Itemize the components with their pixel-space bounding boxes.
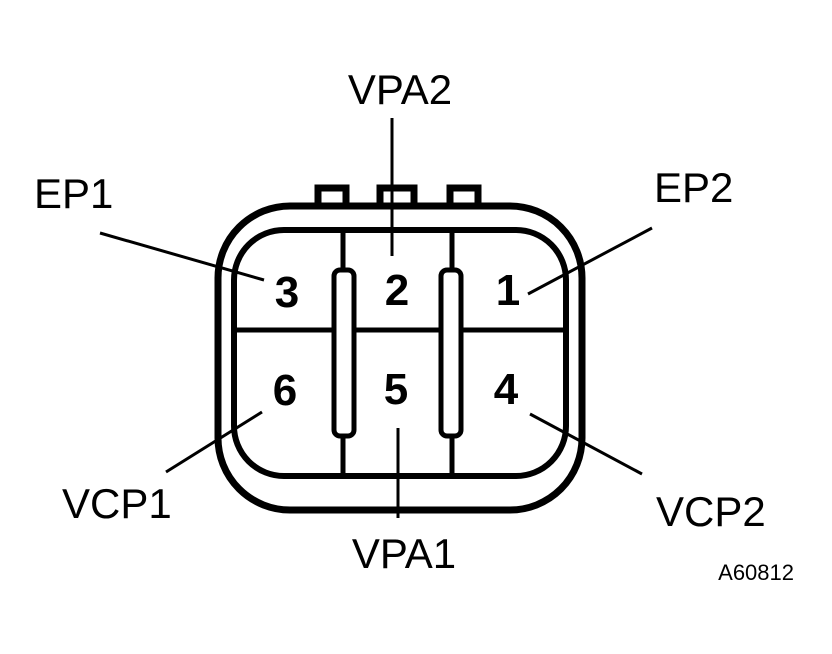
pin-2-number: 2 bbox=[385, 266, 409, 315]
pin-3-number: 3 bbox=[275, 268, 299, 317]
pin-5-number: 5 bbox=[384, 365, 408, 414]
figure-code: A60812 bbox=[718, 560, 794, 585]
connector-outer-housing bbox=[214, 202, 586, 514]
key-rib-left bbox=[331, 267, 357, 439]
pin-1-number: 1 bbox=[496, 266, 520, 315]
label-vpa2: VPA2 bbox=[348, 66, 452, 113]
label-vcp2: VCP2 bbox=[656, 488, 766, 535]
leader-line-ep2 bbox=[527, 226, 653, 296]
pin-4-number: 4 bbox=[494, 365, 519, 414]
connector-inner-cavity bbox=[231, 227, 569, 479]
locking-tabs bbox=[300, 184, 496, 216]
label-ep1: EP1 bbox=[34, 170, 113, 217]
leader-line-vcp1 bbox=[165, 410, 263, 474]
label-ep2: EP2 bbox=[654, 164, 733, 211]
label-vcp1: VCP1 bbox=[62, 480, 172, 527]
label-vpa1: VPA1 bbox=[352, 530, 456, 577]
leader-line-vcp2 bbox=[529, 412, 643, 476]
leader-line-ep1 bbox=[99, 231, 265, 282]
pin-6-number: 6 bbox=[273, 366, 297, 415]
key-rib-right bbox=[438, 267, 464, 439]
